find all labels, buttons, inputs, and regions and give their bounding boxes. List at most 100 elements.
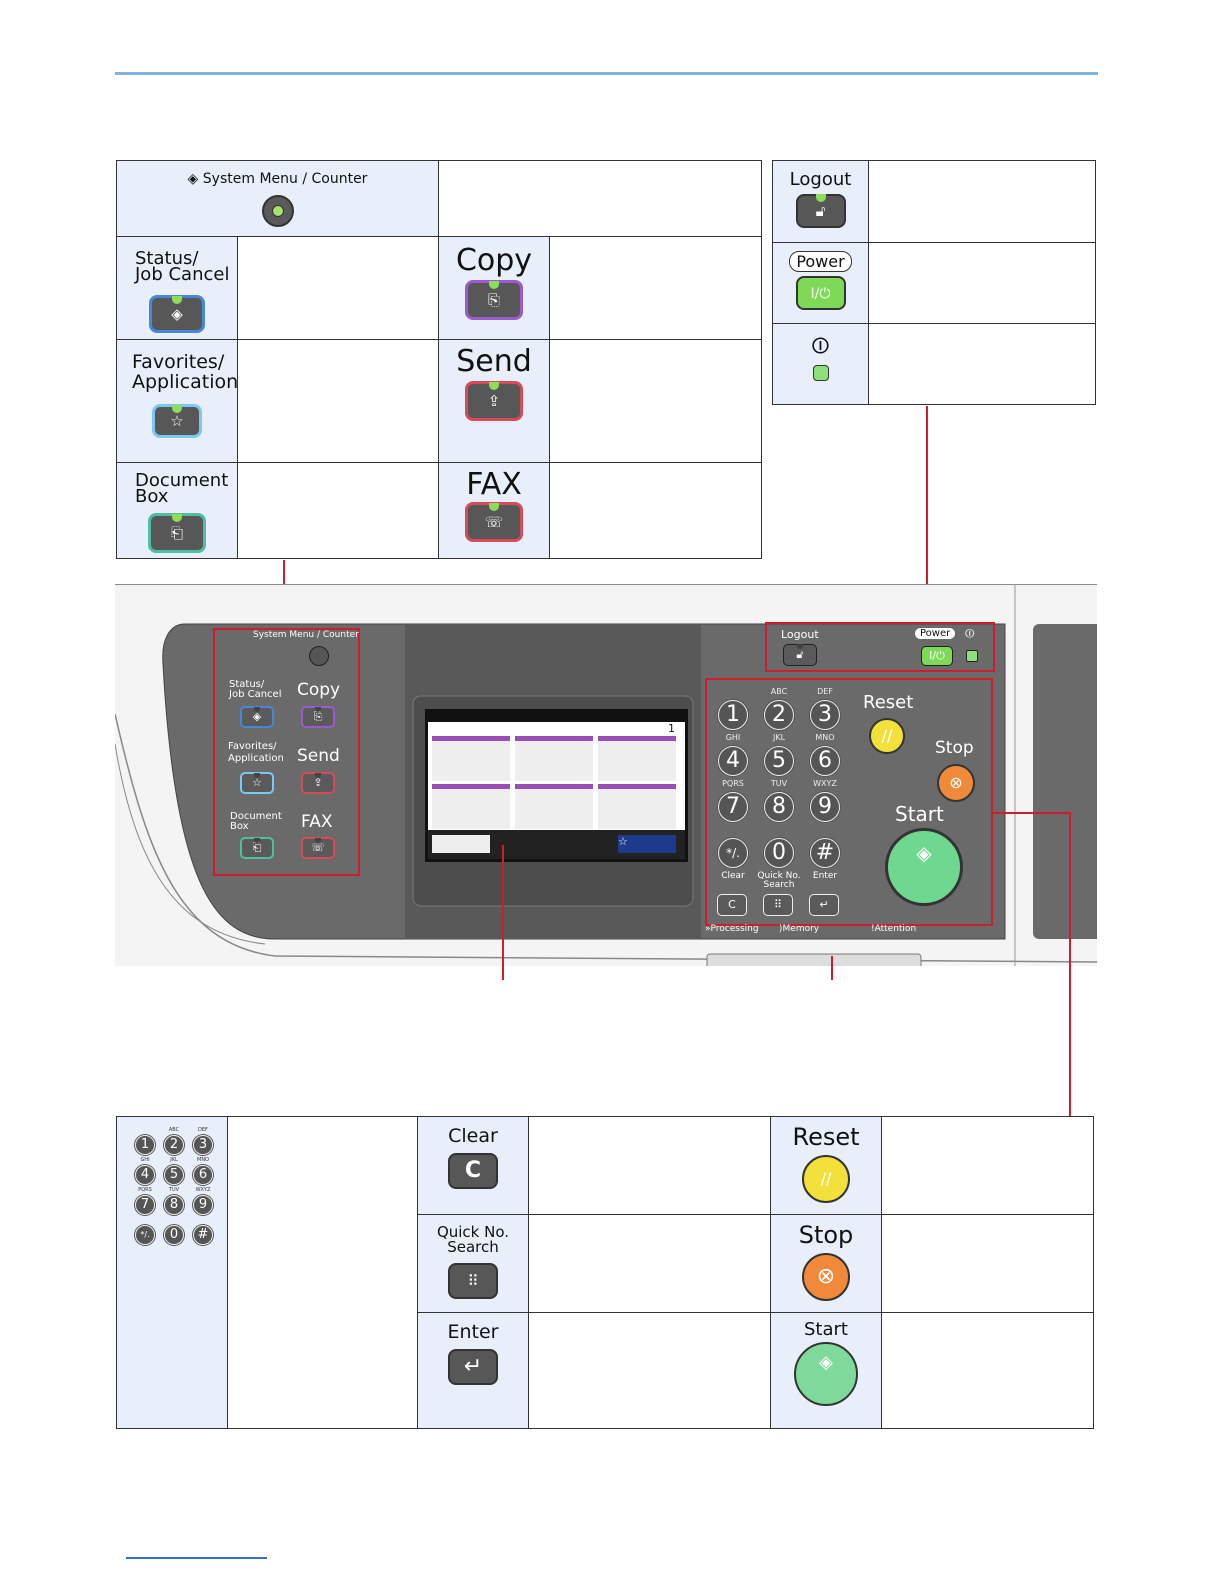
- screen-favorites-button[interactable]: ☆: [618, 835, 676, 853]
- numeric-key-4[interactable]: 4: [135, 1165, 155, 1185]
- panel-clear-button[interactable]: C: [717, 894, 747, 916]
- panel-key-5[interactable]: 5: [764, 746, 794, 776]
- numeric-key-2[interactable]: 2: [164, 1135, 184, 1155]
- numeric-key-1[interactable]: 1: [135, 1135, 155, 1155]
- send-label: Send: [456, 344, 532, 379]
- numeric-key-letters-3: DEF: [198, 1127, 208, 1133]
- numeric-key-letters-4: GHI: [140, 1157, 150, 1163]
- logout-cell: Logout 🔓︎: [772, 160, 869, 243]
- screen-tile-6[interactable]: [598, 784, 676, 829]
- send-button[interactable]: ⇪: [465, 381, 523, 421]
- panel-stop-button[interactable]: ⊗: [937, 764, 975, 802]
- callout-box-keypad: [705, 678, 993, 926]
- panel-start-button[interactable]: ◈: [885, 828, 963, 906]
- panel-key-12[interactable]: #: [810, 838, 840, 868]
- quick-search-button[interactable]: ⠿: [448, 1263, 498, 1299]
- numeric-key-9[interactable]: 9: [193, 1195, 213, 1215]
- panel-favorites-button[interactable]: ☆: [240, 772, 274, 794]
- favorites-application-button[interactable]: ☆: [152, 404, 202, 438]
- numeric-key-3[interactable]: 3: [193, 1135, 213, 1155]
- panel-key-3[interactable]: 3: [810, 700, 840, 730]
- numeric-key-12[interactable]: #: [193, 1225, 213, 1245]
- enter-button[interactable]: ↵: [448, 1349, 498, 1385]
- callout-line-keypad-v: [1069, 812, 1071, 1117]
- panel-key-letters-5: JKL: [772, 733, 786, 742]
- fax-button[interactable]: ☏: [465, 502, 523, 542]
- panel-docbox-button[interactable]: ⎗: [240, 837, 274, 859]
- status-desc: [237, 236, 439, 340]
- status-job-cancel-button[interactable]: ◈: [149, 295, 205, 333]
- panel-key-7[interactable]: 7: [718, 792, 748, 822]
- energy-saver-desc: [868, 323, 1096, 405]
- energy-saver-cell: ⏼: [772, 323, 869, 405]
- screen-tile-1[interactable]: [432, 736, 510, 781]
- numeric-key-10[interactable]: */.: [135, 1225, 155, 1245]
- numeric-key-5[interactable]: 5: [164, 1165, 184, 1185]
- quick-search-desc: [528, 1214, 771, 1313]
- panel-enter-button[interactable]: ↵: [809, 894, 839, 916]
- panel-status-button[interactable]: ◈: [240, 706, 274, 728]
- enter-desc: [528, 1312, 771, 1429]
- panel-key-4[interactable]: 4: [718, 746, 748, 776]
- status-label-2: Job Cancel: [135, 264, 230, 285]
- screen-tile-4[interactable]: [432, 784, 510, 829]
- stop-button[interactable]: ⊗: [802, 1253, 850, 1301]
- panel-fax-button[interactable]: ☏: [301, 837, 335, 859]
- send-cell: Send ⇪: [438, 339, 550, 463]
- control-panel-illustration: 1 ☆ System Menu / Counter Status/ Job Ca…: [115, 584, 1097, 966]
- logout-button[interactable]: 🔓︎: [795, 194, 846, 228]
- panel-processing-indicator: »Processing: [705, 924, 759, 934]
- panel-system-menu-button[interactable]: [309, 646, 329, 666]
- numeric-key-6[interactable]: 6: [193, 1165, 213, 1185]
- panel-favorites-label-2: Application: [228, 753, 284, 764]
- panel-reset-button[interactable]: //: [869, 718, 905, 754]
- power-keys-table: Logout 🔓︎ Power I/⏻ ⏼: [772, 160, 1096, 405]
- screen-list-button[interactable]: [432, 835, 490, 853]
- screen-tile-3[interactable]: [598, 736, 676, 781]
- panel-key-10[interactable]: */.: [718, 838, 748, 868]
- panel-copy-label: Copy: [297, 680, 341, 700]
- screen-tile-5[interactable]: [515, 784, 593, 829]
- touch-panel-screen[interactable]: 1 ☆: [425, 709, 688, 862]
- panel-key-11[interactable]: 0: [764, 838, 794, 868]
- panel-logout-button[interactable]: 🔓︎: [783, 644, 817, 666]
- panel-key-8[interactable]: 8: [764, 792, 794, 822]
- panel-key-1[interactable]: 1: [718, 700, 748, 730]
- status-label-1: Status/: [135, 248, 199, 269]
- panel-clear-label: Clear: [721, 871, 745, 881]
- clear-button[interactable]: C: [448, 1153, 498, 1189]
- panel-copy-button[interactable]: ⎘: [301, 706, 335, 728]
- start-button[interactable]: ◈: [794, 1342, 858, 1406]
- panel-energy-saver-icon: ⏼: [965, 626, 975, 640]
- power-button[interactable]: I/⏻: [795, 276, 846, 310]
- logout-label: Logout: [789, 169, 852, 190]
- system-menu-button[interactable]: [261, 195, 294, 227]
- document-box-cell: Document Box ⎗: [116, 462, 238, 559]
- reset-desc: [881, 1116, 1094, 1215]
- numeric-key-7[interactable]: 7: [135, 1195, 155, 1215]
- clear-desc: [528, 1116, 771, 1215]
- numeric-key-11[interactable]: 0: [164, 1225, 184, 1245]
- panel-quick-search-button[interactable]: ⠿: [763, 894, 793, 916]
- panel-enter-label: Enter: [812, 871, 838, 881]
- panel-power-button[interactable]: I/⏻: [921, 646, 953, 666]
- reset-button[interactable]: //: [802, 1155, 850, 1203]
- callout-line-keypad-h: [993, 812, 1071, 814]
- panel-key-letters-9: WXYZ: [813, 779, 837, 788]
- system-menu-icon: ◈: [187, 171, 199, 187]
- panel-key-9[interactable]: 9: [810, 792, 840, 822]
- panel-send-button[interactable]: ⇪: [301, 772, 335, 794]
- panel-key-2[interactable]: 2: [764, 700, 794, 730]
- copy-button[interactable]: ⎘: [465, 280, 523, 320]
- power-desc: [868, 242, 1096, 324]
- panel-energy-saver-led: [966, 650, 978, 662]
- logout-desc: [868, 160, 1096, 243]
- document-box-button[interactable]: ⎗: [148, 513, 206, 553]
- screen-tile-2[interactable]: [515, 736, 593, 781]
- panel-key-6[interactable]: 6: [810, 746, 840, 776]
- reset-label: Reset: [792, 1123, 860, 1151]
- numeric-key-8[interactable]: 8: [164, 1195, 184, 1215]
- favorites-label-1: Favorites/: [132, 351, 225, 373]
- panel-docbox-label-2: Box: [230, 821, 249, 832]
